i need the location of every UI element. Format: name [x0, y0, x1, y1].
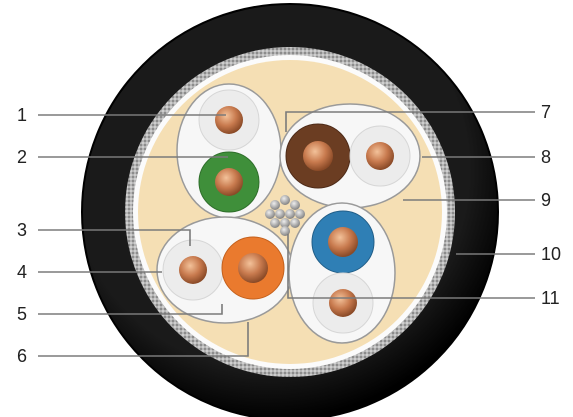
callout-11: 11 [541, 288, 560, 308]
callout-5: 5 [17, 304, 27, 324]
callout-9: 9 [541, 190, 551, 210]
callout-3: 3 [17, 220, 27, 240]
leader-line-6 [38, 322, 249, 357]
copper-conductor [215, 168, 243, 196]
callout-labels: 1 2 3 4 5 6 7 8 9 10 11 [17, 102, 561, 366]
callout-4: 4 [17, 262, 27, 282]
leader-line-11 [287, 234, 535, 299]
drain-wire-bundle [265, 195, 305, 236]
callout-6: 6 [17, 346, 27, 366]
callout-10: 10 [541, 244, 561, 264]
pair-white-orange [156, 216, 294, 324]
copper-conductor [238, 253, 268, 283]
pair-white-green [176, 83, 282, 219]
callout-8: 8 [541, 147, 551, 167]
callout-2: 2 [17, 147, 27, 167]
copper-conductor [303, 141, 333, 171]
leader-lines [38, 111, 535, 357]
callout-7: 7 [541, 102, 551, 122]
copper-conductor [179, 256, 207, 284]
leader-line-5 [38, 304, 223, 315]
copper-conductor [215, 106, 243, 134]
leader-line-7 [285, 111, 535, 132]
callout-1: 1 [17, 105, 27, 125]
copper-conductor [366, 142, 394, 170]
pair-blue-white [288, 202, 396, 344]
copper-conductor [329, 289, 357, 317]
pair-brown-white [279, 103, 421, 209]
copper-conductor [328, 227, 358, 257]
leader-line-3 [38, 229, 191, 246]
